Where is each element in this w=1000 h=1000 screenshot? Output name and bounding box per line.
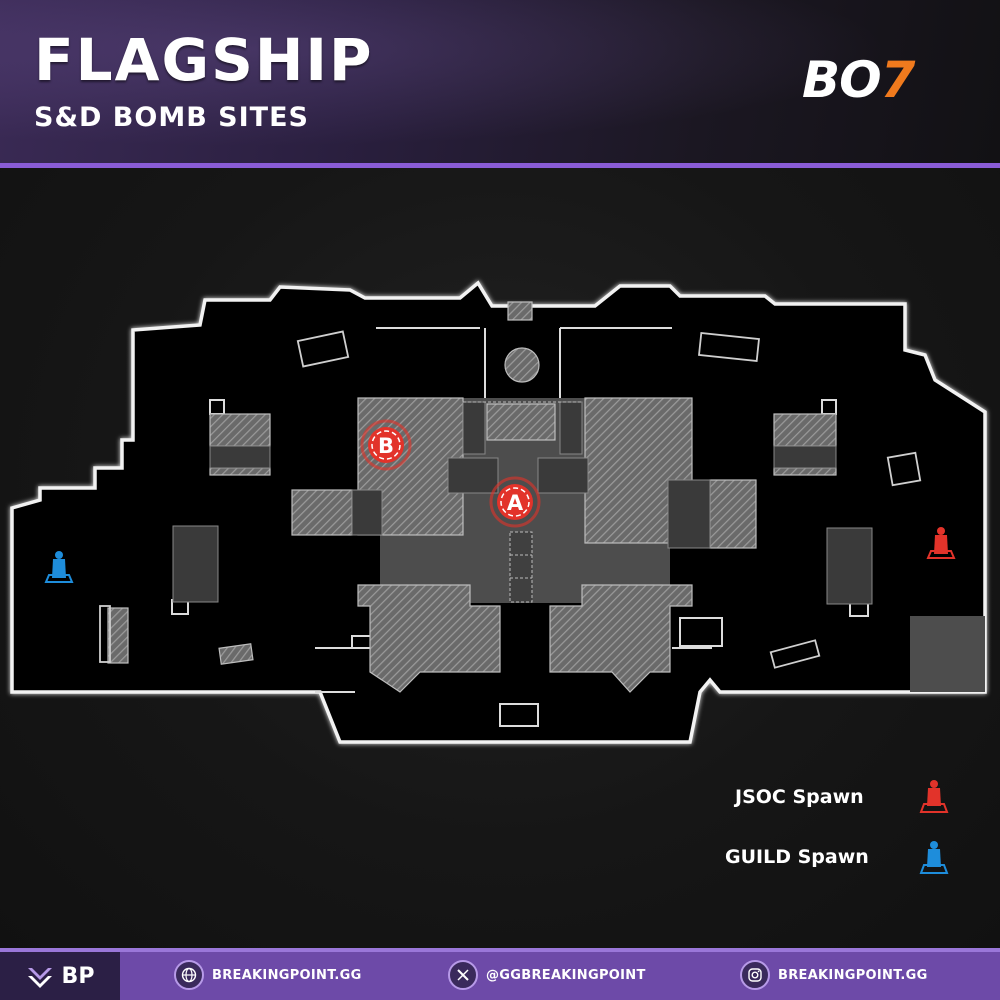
bp-brand[interactable]: BP: [0, 952, 120, 1000]
x-twitter-icon: [448, 960, 478, 990]
twitter-label: @GGBREAKINGPOINT: [486, 967, 646, 983]
bp-brand-label: BP: [61, 963, 95, 989]
map-title: FLAGSHIP: [34, 26, 374, 94]
guild-spawn-icon: [44, 551, 74, 583]
instagram-label: BREAKINGPOINT.GG: [778, 967, 928, 983]
bomb-site-a-label: A: [507, 491, 524, 515]
legend-guild-label: GUILD Spawn: [725, 846, 869, 868]
bp-logo-icon: [27, 968, 52, 988]
map-layout: A B: [10, 280, 987, 744]
legend-jsoc-label: JSOC Spawn: [735, 786, 864, 808]
website-link[interactable]: BREAKINGPOINT.GG: [174, 960, 362, 990]
legend-jsoc: JSOC Spawn: [735, 786, 1000, 808]
map-area: A B: [0, 168, 1000, 948]
footer-bar: [0, 948, 1000, 1000]
instagram-icon: [740, 960, 770, 990]
instagram-link[interactable]: BREAKINGPOINT.GG: [740, 960, 928, 990]
game-logo: BO7: [802, 51, 915, 109]
bomb-site-b-label: B: [378, 434, 394, 458]
bomb-site-a-marker: A: [489, 476, 541, 528]
globe-icon: [174, 960, 204, 990]
header-divider: [0, 163, 1000, 168]
website-label: BREAKINGPOINT.GG: [212, 967, 362, 983]
header-banner: FLAGSHIP S&D BOMB SITES BO7: [0, 0, 1000, 163]
jsoc-spawn-icon: [926, 527, 956, 559]
legend-jsoc-spawn-icon: [919, 780, 949, 813]
twitter-link[interactable]: @GGBREAKINGPOINT: [448, 960, 646, 990]
map-subtitle: S&D BOMB SITES: [34, 102, 309, 133]
bomb-site-b-marker: B: [360, 419, 412, 471]
legend-guild-spawn-icon: [919, 841, 949, 874]
legend-guild: GUILD Spawn: [725, 846, 1000, 868]
footer-divider: [0, 948, 1000, 952]
